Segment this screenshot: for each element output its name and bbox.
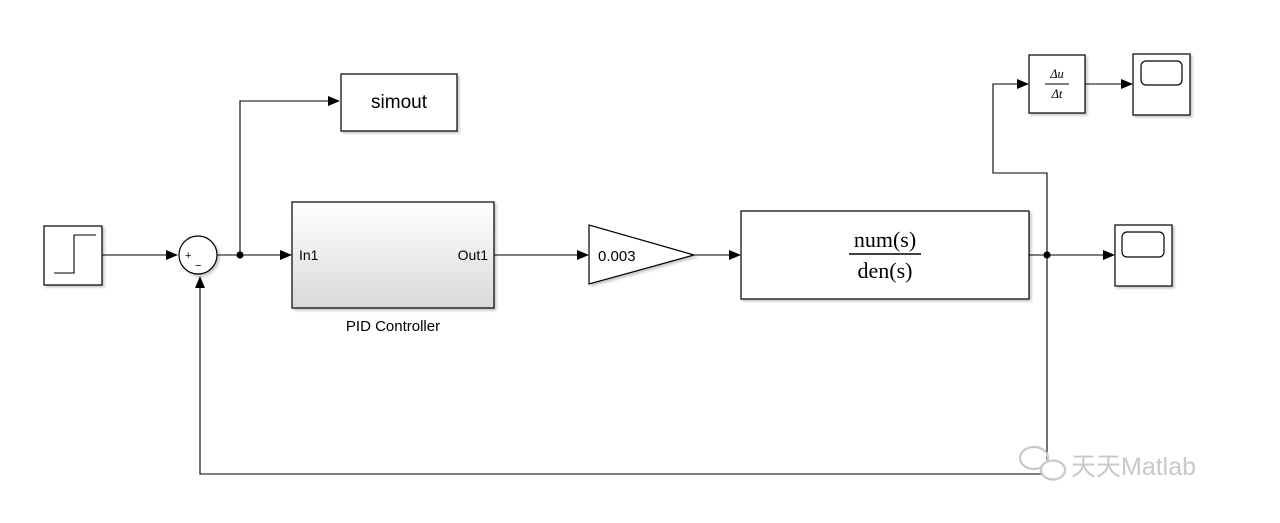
- simout-block[interactable]: simout: [340, 73, 458, 132]
- arrowhead: [729, 250, 741, 260]
- gain-block[interactable]: 0.003: [588, 224, 697, 285]
- wire-branch-to-simout[interactable]: [239, 100, 328, 255]
- watermark: 天天Matlab: [1018, 445, 1196, 481]
- sum-block[interactable]: + −: [178, 235, 218, 275]
- arrowhead: [1103, 250, 1115, 260]
- signal-lines: [102, 79, 1133, 475]
- simout-label: simout: [371, 92, 428, 113]
- arrowhead: [280, 250, 292, 260]
- scope-icon: [1140, 60, 1183, 86]
- arrowhead: [1121, 79, 1133, 89]
- arrowhead: [195, 276, 205, 288]
- branch-point: [236, 251, 244, 259]
- pid-input-port-label: In1: [299, 247, 319, 263]
- sum-minus-sign: −: [195, 260, 201, 272]
- sum-plus-sign: +: [185, 250, 191, 262]
- scope-main-block[interactable]: [1114, 224, 1173, 287]
- pid-controller-block[interactable]: In1 Out1 PID Controller: [291, 201, 495, 335]
- pid-output-port-label: Out1: [458, 247, 489, 263]
- arrowhead: [1017, 79, 1029, 89]
- tf-denominator: den(s): [858, 258, 913, 283]
- transfer-fcn-block[interactable]: num(s) den(s): [740, 210, 1030, 300]
- arrowhead: [328, 96, 340, 106]
- arrowhead: [166, 250, 178, 260]
- step-icon: [54, 234, 96, 274]
- tf-numerator: num(s): [854, 227, 916, 252]
- branch-point: [1043, 251, 1051, 259]
- derivative-numerator: Δu: [1049, 67, 1064, 81]
- step-block[interactable]: [43, 225, 103, 286]
- scope-derivative-block[interactable]: [1132, 53, 1191, 116]
- pid-controller-caption: PID Controller: [346, 318, 440, 335]
- scope-icon: [1121, 231, 1165, 258]
- arrowhead: [577, 250, 589, 260]
- derivative-block[interactable]: Δu Δt: [1028, 54, 1086, 114]
- wire-feedback[interactable]: [199, 255, 1048, 475]
- watermark-text: 天天Matlab: [1071, 453, 1196, 481]
- gain-value: 0.003: [598, 248, 636, 265]
- wire-branch-to-derivative[interactable]: [992, 83, 1048, 255]
- wechat-icon: [1018, 445, 1067, 481]
- derivative-denominator: Δt: [1051, 87, 1063, 101]
